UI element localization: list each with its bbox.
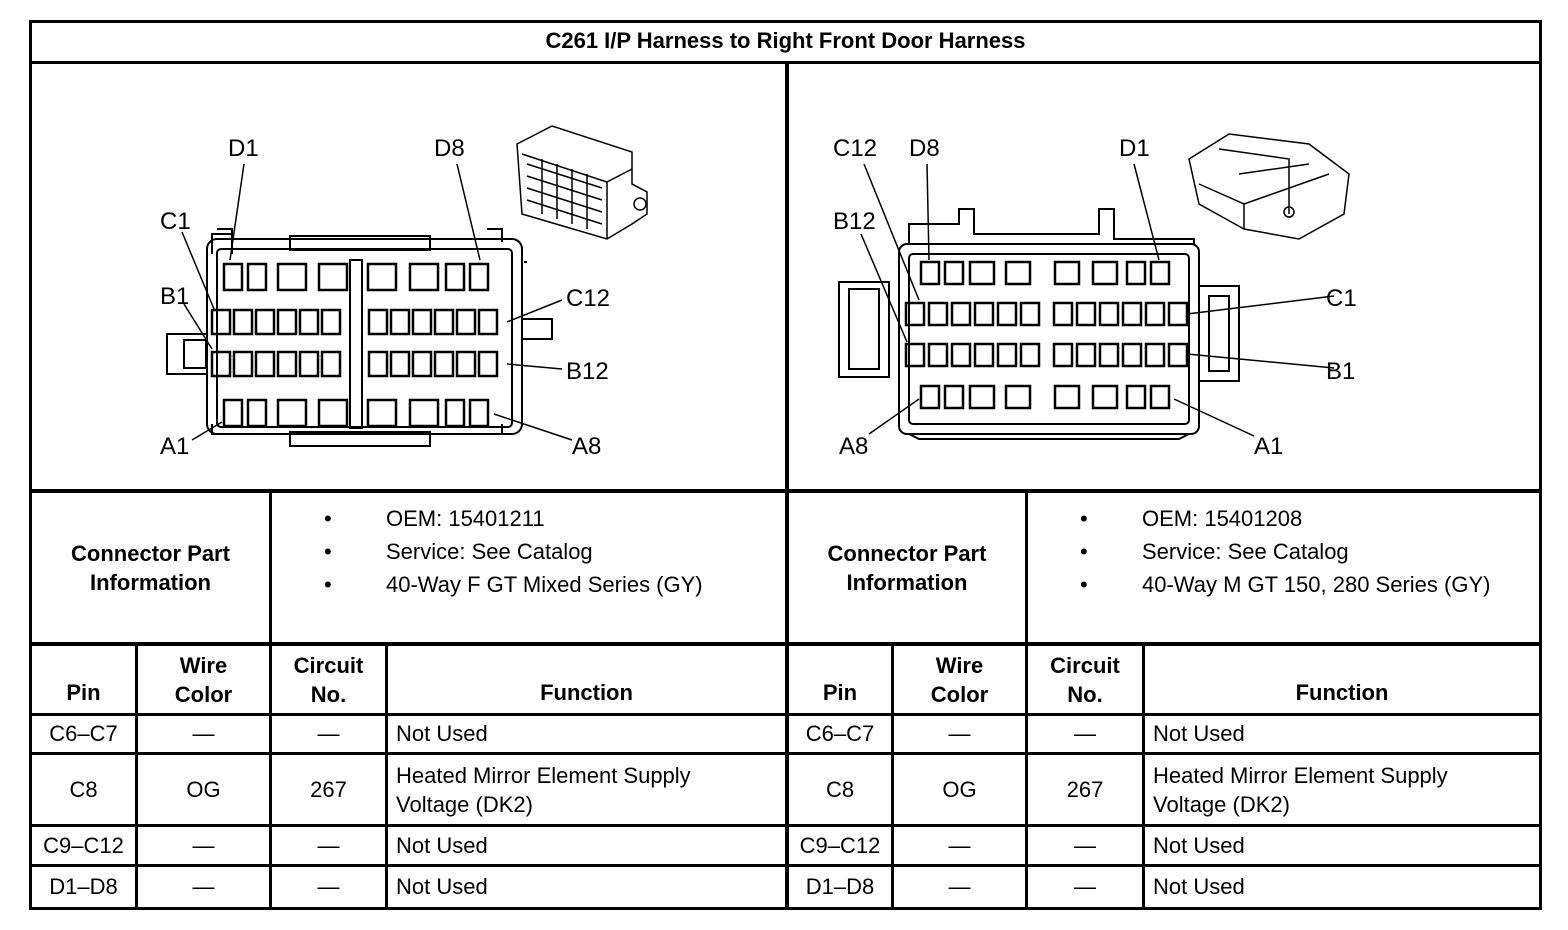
function-cell: Not Used <box>1153 874 1245 899</box>
connector-info-list: • OEM: 15401208 • Service: See Catalog • 40… <box>1028 502 1490 601</box>
wire-color-cell: OG <box>942 776 977 802</box>
pin-label: D1 <box>1119 135 1150 162</box>
pin-cell: C9–C12 <box>799 832 881 858</box>
connector-info-title: Connector Part Information <box>827 540 987 595</box>
column-header-circuit: Circuit No. <box>293 652 364 707</box>
pin-label: C12 <box>566 285 610 312</box>
pin-label: B12 <box>566 358 609 385</box>
pin-cell: C8 <box>69 776 98 802</box>
bullet-icon: • <box>324 539 332 564</box>
connector-description: 40-Way M GT 150, 280 Series (GY) <box>1142 572 1491 597</box>
connector-description: 40-Way F GT Mixed Series (GY) <box>386 572 703 597</box>
service-info: Service: See Catalog <box>1142 539 1349 564</box>
pin-label: D8 <box>434 135 465 162</box>
divider <box>891 644 894 910</box>
circuit-cell: — <box>317 721 340 746</box>
circuit-cell: 267 <box>1066 776 1104 802</box>
pin-label: A1 <box>160 433 189 460</box>
column-header-pin: Pin <box>822 680 858 705</box>
pin-label: A1 <box>1254 433 1283 460</box>
column-header-function: Function <box>540 680 633 705</box>
pin-cell: C9–C12 <box>43 832 124 858</box>
wire-color-cell: — <box>192 874 215 899</box>
bullet-icon: • <box>324 572 332 597</box>
pin-label: C12 <box>833 135 877 162</box>
function-cell: Heated Mirror Element Supply Voltage (DK… <box>1153 762 1448 817</box>
pin-label: B1 <box>1326 358 1355 385</box>
function-cell: Not Used <box>396 832 488 858</box>
pin-cell: D1–D8 <box>805 874 875 899</box>
pin-label: C1 <box>160 208 191 235</box>
wire-color-cell: — <box>192 832 215 858</box>
circuit-cell: 267 <box>310 776 347 802</box>
function-cell: Not Used <box>1153 832 1245 858</box>
bullet-icon: • <box>1080 506 1088 531</box>
pin-label: B12 <box>833 208 876 235</box>
pin-label: D1 <box>228 135 259 162</box>
wire-color-cell: — <box>948 721 971 746</box>
pin-label: B1 <box>160 283 189 310</box>
wire-color-cell: OG <box>186 776 221 802</box>
divider <box>1025 491 1028 910</box>
pin-cell: C6–C7 <box>805 721 875 746</box>
service-info: Service: See Catalog <box>386 539 593 564</box>
divider <box>385 644 388 910</box>
circuit-cell: — <box>317 832 340 858</box>
pin-label: C1 <box>1326 285 1357 312</box>
page-title: C261 I/P Harness to Right Front Door Har… <box>29 20 1542 64</box>
pin-cell: C6–C7 <box>49 721 118 746</box>
oem-number: OEM: 15401211 <box>386 506 545 531</box>
divider <box>135 644 138 910</box>
connector-info-list: • OEM: 15401211 • Service: See Catalog • 40… <box>272 502 703 601</box>
function-cell: Not Used <box>1153 721 1245 746</box>
column-header-wire-color: Wire Color <box>174 652 233 707</box>
circuit-cell: — <box>1074 874 1096 899</box>
function-cell: Heated Mirror Element Supply Voltage (DK… <box>396 762 691 817</box>
pin-cell: D1–D8 <box>49 874 118 899</box>
connector-info-title: Connector Part Information <box>71 540 230 595</box>
bullet-icon: • <box>1080 539 1088 564</box>
column-header-wire-color: Wire Color <box>930 652 989 707</box>
circuit-cell: — <box>317 874 340 899</box>
pin-label: A8 <box>839 433 868 460</box>
circuit-cell: — <box>1074 832 1096 858</box>
bullet-icon: • <box>324 506 332 531</box>
pin-label: A8 <box>572 433 601 460</box>
column-header-circuit: Circuit No. <box>1050 652 1120 707</box>
column-header-function: Function <box>1295 680 1389 705</box>
function-cell: Not Used <box>396 721 488 746</box>
column-header-pin: Pin <box>66 680 101 705</box>
circuit-cell: — <box>1074 721 1096 746</box>
pin-label: D8 <box>909 135 940 162</box>
pin-cell: C8 <box>825 776 855 802</box>
left-connector-diagram: D1 D8 C1 B1 C12 B12 A1 A8 <box>160 125 648 460</box>
bullet-icon: • <box>1080 572 1088 597</box>
oem-number: OEM: 15401208 <box>1142 506 1303 531</box>
function-cell: Not Used <box>396 874 488 899</box>
divider <box>785 62 789 910</box>
wire-color-cell: — <box>192 721 215 746</box>
wire-color-cell: — <box>948 874 971 899</box>
wire-color-cell: — <box>948 832 971 858</box>
right-connector-diagram: C12 D8 D1 B12 C1 B1 A8 A1 <box>833 133 1357 460</box>
divider <box>269 491 272 910</box>
divider <box>1142 644 1145 910</box>
